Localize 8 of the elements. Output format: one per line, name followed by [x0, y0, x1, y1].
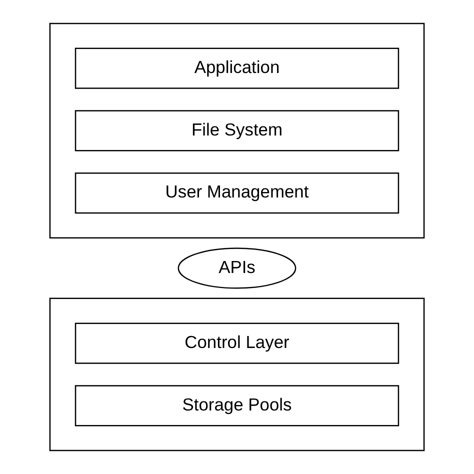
cluster [49, 298, 425, 452]
node-box: Control Layer [74, 322, 400, 364]
node-box: User Management [74, 172, 400, 214]
node-box: File System [74, 110, 400, 152]
cluster [49, 22, 425, 239]
node-box: Application [74, 48, 400, 89]
node-ellipse: APIs [178, 248, 296, 289]
node-box: Storage Pools [74, 385, 400, 426]
